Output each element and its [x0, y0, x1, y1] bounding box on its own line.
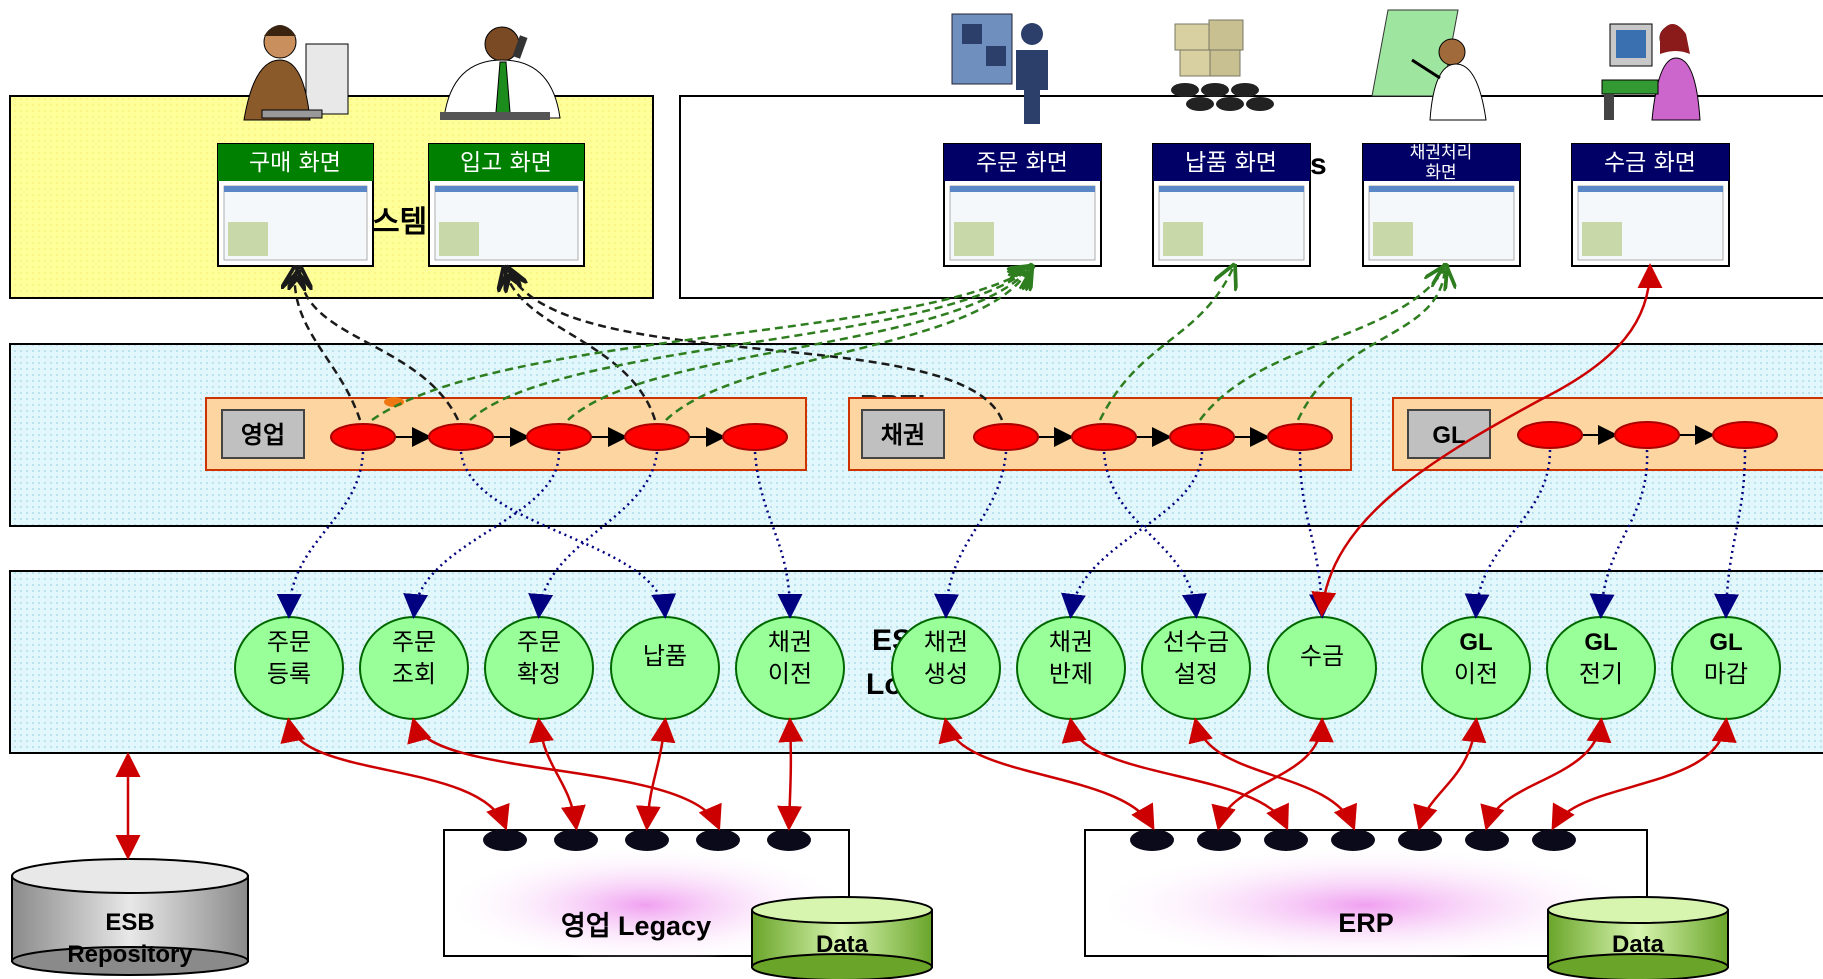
screen-purchase[interactable]: 구매 화면	[217, 143, 374, 267]
service-label: 주문	[517, 628, 561, 656]
service-label: 주문	[267, 628, 311, 656]
service-label: 주문	[392, 628, 436, 656]
service-label-line2: 등록	[267, 660, 311, 688]
service-label: 납품	[643, 642, 687, 670]
service-gl-transfer[interactable]: GL 이전	[1421, 616, 1531, 720]
person-phone-icon	[440, 26, 561, 120]
screen-label: 입고 화면	[460, 150, 552, 176]
process-node[interactable]	[1614, 421, 1680, 449]
erp-ports	[1130, 829, 1576, 851]
screen-delivery[interactable]: 납품 화면	[1152, 143, 1311, 267]
repository-label-line2: Repository	[67, 941, 193, 968]
process-node[interactable]	[526, 423, 592, 451]
boxes-icon	[1171, 19, 1274, 111]
service-label: GL	[1709, 629, 1742, 656]
repository-label: ESB	[105, 909, 154, 936]
process-node[interactable]	[428, 423, 494, 451]
process-group-sales: 영업	[205, 397, 807, 471]
service-label-line2: 이전	[768, 660, 812, 688]
legacy-label: 영업 Legacy	[561, 911, 711, 941]
person-chart-icon	[1601, 23, 1701, 121]
service-delivery[interactable]: 납품	[610, 616, 720, 720]
legacy-data-cylinder: Data	[751, 896, 933, 979]
process-node[interactable]	[1267, 423, 1333, 451]
left-panel-partial-label: 스템	[372, 206, 427, 239]
process-node[interactable]	[330, 423, 396, 451]
screen-receivable[interactable]: 채권처리 화면	[1362, 143, 1521, 267]
presenter-icon	[951, 13, 1048, 124]
service-label-line2: 확정	[517, 660, 561, 688]
service-label-line2: 생성	[924, 660, 968, 688]
service-label-line2: 조회	[392, 660, 436, 688]
screen-order[interactable]: 주문 화면	[943, 143, 1102, 267]
process-node[interactable]	[1071, 423, 1137, 451]
process-group-label: 영업	[241, 422, 285, 449]
backend-connections	[115, 717, 1737, 860]
service-gl-close[interactable]: GL 마감	[1671, 616, 1781, 720]
process-node[interactable]	[624, 423, 690, 451]
data-label: Data	[1612, 931, 1665, 958]
screen-label: 주문 화면	[976, 150, 1068, 176]
data-label: Data	[816, 931, 869, 958]
screen-connections-dark	[295, 270, 1004, 421]
service-gl-post[interactable]: GL 전기	[1546, 616, 1656, 720]
screen-receiving[interactable]: 입고 화면	[428, 143, 585, 267]
screen-label: 구매 화면	[249, 150, 341, 176]
collection-screen-link	[1311, 263, 1663, 617]
service-label-line2: 전기	[1579, 660, 1623, 688]
screen-collection[interactable]: 수금 화면	[1571, 143, 1730, 267]
service-label-line2: 반제	[1049, 660, 1093, 688]
erp-label: ERP	[1338, 908, 1394, 938]
service-label: GL	[1584, 629, 1617, 656]
process-node[interactable]	[1517, 421, 1583, 449]
right-panel-partial-label: s	[1310, 148, 1327, 181]
screen-label: 채권처리	[1410, 143, 1473, 163]
process-node[interactable]	[1712, 421, 1778, 449]
service-label-line2: 설정	[1174, 660, 1218, 688]
process-group-label: 채권	[881, 422, 925, 449]
screen-label: 수금 화면	[1604, 150, 1696, 176]
service-label: 채권	[924, 628, 968, 656]
service-label-line2: 마감	[1704, 660, 1748, 688]
process-node[interactable]	[973, 423, 1039, 451]
esb-repository: ESB Repository	[11, 858, 249, 976]
presenter-board-icon	[1371, 9, 1487, 121]
service-label: GL	[1459, 629, 1492, 656]
service-label: 채권	[768, 628, 812, 656]
erp-system: ERP	[1084, 829, 1648, 960]
legacy-ports	[483, 829, 811, 851]
person-computer-icon	[243, 25, 349, 121]
screen-label: 납품 화면	[1185, 150, 1277, 176]
process-node[interactable]	[722, 423, 788, 451]
service-label: 채권	[1049, 628, 1093, 656]
process-node[interactable]	[1169, 423, 1235, 451]
service-collection[interactable]: 수금	[1267, 616, 1377, 720]
service-label: 수금	[1300, 642, 1344, 670]
screen-label-line2: 화면	[1425, 163, 1456, 183]
erp-data-cylinder: Data	[1547, 896, 1729, 979]
service-label: 선수금	[1163, 628, 1229, 656]
service-label-line2: 이전	[1454, 660, 1498, 688]
